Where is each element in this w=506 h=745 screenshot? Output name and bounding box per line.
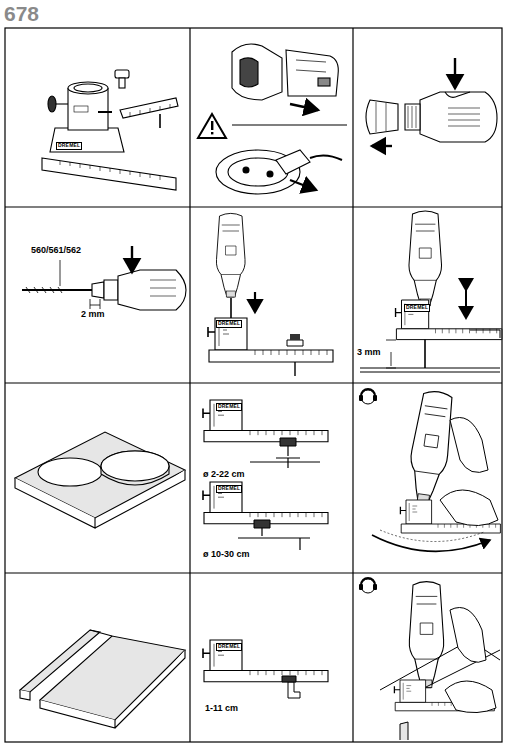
kit-contents — [42, 70, 178, 190]
disconnect-power — [198, 44, 347, 194]
brand-mark: DREMEL — [216, 485, 242, 493]
straight-cutting — [359, 578, 500, 740]
panel-grid — [5, 28, 502, 742]
tool-into-guide — [208, 213, 333, 376]
bit-number: 560/561/562 — [30, 246, 82, 256]
brand-mark: DREMEL — [56, 142, 82, 150]
circle-cutting — [359, 389, 500, 551]
brand-mark: DREMEL — [216, 403, 242, 411]
straight-cut-board — [20, 630, 185, 728]
straight-guide-setup — [203, 640, 328, 698]
brand-mark: DREMEL — [216, 320, 242, 328]
brand-mark: DREMEL — [404, 304, 430, 312]
dimension: 3 mm — [356, 348, 382, 358]
circle-cut-board — [15, 432, 185, 528]
dimension: 2 mm — [80, 310, 106, 320]
brand-mark: DREMEL — [216, 643, 242, 651]
dimension: ø 2-22 cm — [202, 470, 246, 480]
dimension: ø 10-30 cm — [202, 550, 251, 560]
figure-number: 678 — [4, 2, 39, 25]
bit-insertion — [22, 246, 186, 310]
dimension: 1-11 cm — [204, 704, 239, 714]
circle-guide-setup — [203, 400, 328, 550]
collet-nut-removal — [366, 58, 497, 146]
